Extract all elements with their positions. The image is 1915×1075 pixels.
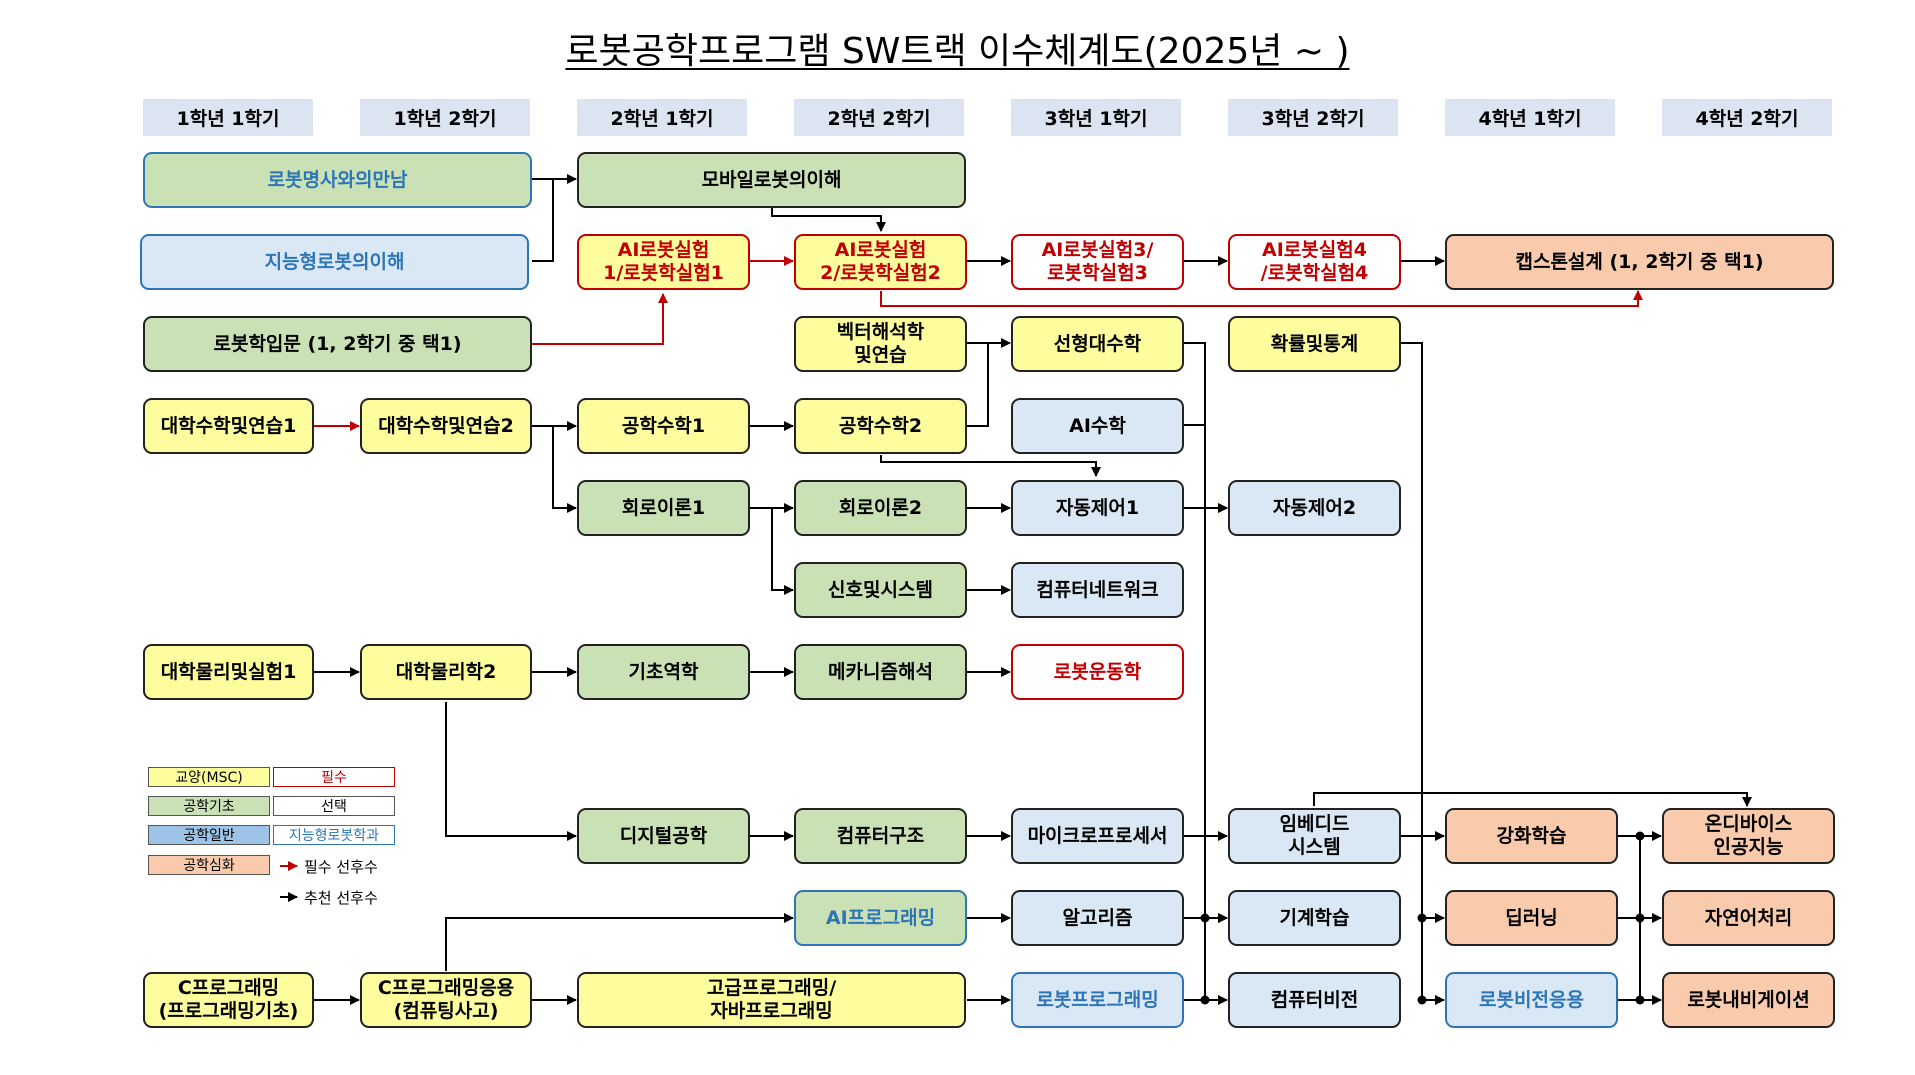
course-mechanism-analysis: 메카니즘해석 — [794, 644, 967, 700]
course-linear-algebra: 선형대수학 — [1011, 316, 1184, 372]
course-computer-vision: 컴퓨터비전 — [1228, 972, 1401, 1028]
course-engineering-math1: 공학수학1 — [577, 398, 750, 454]
course-robot-kinematics: 로봇운동학 — [1011, 644, 1184, 700]
legend-eng-advanced: 공학심화 — [148, 855, 270, 875]
course-engineering-math2: 공학수학2 — [794, 398, 967, 454]
legend-dept: 지능형로봇학과 — [273, 825, 395, 845]
course-embedded-system: 임베디드 시스템 — [1228, 808, 1401, 864]
semester-header: 2학년 1학기 — [577, 99, 747, 136]
course-algorithm: 알고리즘 — [1011, 890, 1184, 946]
course-robot-vision-app: 로봇비전응용 — [1445, 972, 1618, 1028]
course-meet-robot-masters: 로봇명사와의만남 — [143, 152, 532, 208]
course-calculus2: 대학수학및연습2 — [360, 398, 532, 454]
semester-header: 3학년 2학기 — [1228, 99, 1398, 136]
course-c-programming-app: C프로그래밍응용 (컴퓨팅사고) — [360, 972, 532, 1028]
course-circuit1: 회로이론1 — [577, 480, 750, 536]
legend-liberal: 교양(MSC) — [148, 767, 270, 787]
course-basic-mechanics: 기초역학 — [577, 644, 750, 700]
course-c-programming: C프로그래밍 (프로그래밍기초) — [143, 972, 314, 1028]
course-ai-robot-lab4: AI로봇실험4 /로봇학실험4 — [1228, 234, 1401, 290]
course-computer-architecture: 컴퓨터구조 — [794, 808, 967, 864]
legend-required: 필수 — [273, 767, 395, 787]
course-ai-robot-lab1: AI로봇실험 1/로봇학실험1 — [577, 234, 750, 290]
course-automatic-control1: 자동제어1 — [1011, 480, 1184, 536]
course-reinforcement-learning: 강화학습 — [1445, 808, 1618, 864]
course-computer-network: 컴퓨터네트워크 — [1011, 562, 1184, 618]
course-intro-robotics: 로봇학입문 (1, 2학기 중 택1) — [143, 316, 532, 372]
course-microprocessor: 마이크로프로세서 — [1011, 808, 1184, 864]
course-ai-math: AI수학 — [1011, 398, 1184, 454]
page-title: 로봇공학프로그램 SW트랙 이수체계도(2025년 ~ ) — [565, 31, 1350, 72]
course-probability-statistics: 확률및통계 — [1228, 316, 1401, 372]
course-signals-systems: 신호및시스템 — [794, 562, 967, 618]
course-automatic-control2: 자동제어2 — [1228, 480, 1401, 536]
course-nlp: 자연어처리 — [1662, 890, 1835, 946]
course-mobile-robot: 모바일로봇의이해 — [577, 152, 966, 208]
course-calculus1: 대학수학및연습1 — [143, 398, 314, 454]
course-ai-robot-lab3: AI로봇실험3/ 로봇학실험3 — [1011, 234, 1184, 290]
course-on-device-ai: 온디바이스 인공지능 — [1662, 808, 1835, 864]
semester-header: 1학년 2학기 — [360, 99, 530, 136]
course-digital-engineering: 디지털공학 — [577, 808, 750, 864]
course-capstone: 캡스톤설계 (1, 2학기 중 택1) — [1445, 234, 1834, 290]
legend-eng-basic: 공학기초 — [148, 796, 270, 816]
course-physics1: 대학물리및실험1 — [143, 644, 314, 700]
legend-elective: 선택 — [273, 796, 395, 816]
semester-header: 3학년 1학기 — [1011, 99, 1181, 136]
course-machine-learning: 기계학습 — [1228, 890, 1401, 946]
semester-header: 4학년 2학기 — [1662, 99, 1832, 136]
course-deep-learning: 딥러닝 — [1445, 890, 1618, 946]
course-robot-navigation: 로봇내비게이션 — [1662, 972, 1835, 1028]
legend-eng-general: 공학일반 — [148, 825, 270, 845]
legend-recommended-prereq: 추천 선후수 — [304, 889, 378, 907]
semester-header: 2학년 2학기 — [794, 99, 964, 136]
semester-header: 4학년 1학기 — [1445, 99, 1615, 136]
course-understand-intelligent-robot: 지능형로봇의이해 — [140, 234, 529, 290]
course-ai-programming: AI프로그래밍 — [794, 890, 967, 946]
course-robot-programming: 로봇프로그래밍 — [1011, 972, 1184, 1028]
course-advanced-programming: 고급프로그래밍/ 자바프로그래밍 — [577, 972, 966, 1028]
course-physics2: 대학물리학2 — [360, 644, 532, 700]
course-circuit2: 회로이론2 — [794, 480, 967, 536]
course-ai-robot-lab2: AI로봇실험 2/로봇학실험2 — [794, 234, 967, 290]
legend-required-prereq: 필수 선후수 — [304, 858, 378, 876]
course-vector-analysis: 벡터해석학 및연습 — [794, 316, 967, 372]
semester-header: 1학년 1학기 — [143, 99, 313, 136]
